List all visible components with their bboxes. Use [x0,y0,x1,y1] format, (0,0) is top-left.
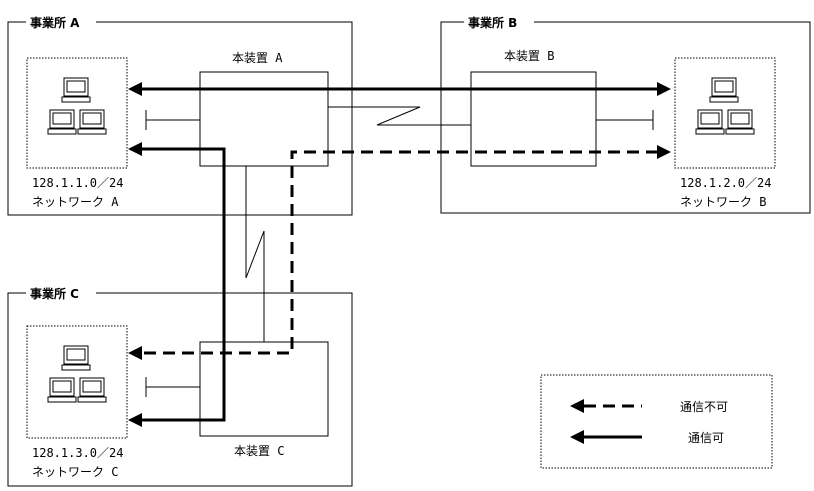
network-b-address: 128.1.2.0／24 [680,176,771,190]
legend-dashed-label: 通信不可 [680,400,728,414]
computer-cluster-icon [48,346,106,402]
network-c-name: ネットワーク C [32,465,118,479]
office-c-label: 事業所 C [30,286,79,301]
solid-path-a-c [128,142,226,427]
legend: 通信不可 通信可 [540,374,773,469]
computer-cluster-icon [48,78,106,134]
solid-path-a-b [128,82,671,96]
office-a: 事業所 A [7,14,353,216]
computer-cluster-icon [696,78,754,134]
legend-dashed-arrow [570,399,642,413]
device-b-label: 本装置 B [504,49,554,63]
lan-connection [145,110,654,397]
office-b-label: 事業所 B [468,15,517,30]
device-c: 本装置 C [199,341,329,458]
office-c: 事業所 C [7,285,353,487]
network-a: 128.1.1.0／24 ネットワーク A [26,57,128,209]
device-a-label: 本装置 A [232,51,283,65]
dashed-path-b-c [128,145,671,360]
legend-solid-arrow [570,430,642,444]
network-a-name: ネットワーク A [32,195,119,209]
network-b-name: ネットワーク B [680,195,766,209]
office-a-label: 事業所 A [30,15,80,30]
network-c: 128.1.3.0／24 ネットワーク C [26,325,128,479]
device-b: 本装置 B [470,49,597,167]
device-c-label: 本装置 C [234,444,284,458]
office-b: 事業所 B [440,14,811,214]
wan-link [245,106,471,342]
network-b: 128.1.2.0／24 ネットワーク B [674,57,776,209]
network-a-address: 128.1.1.0／24 [32,176,123,190]
legend-solid-label: 通信可 [688,431,724,445]
network-c-address: 128.1.3.0／24 [32,446,123,460]
